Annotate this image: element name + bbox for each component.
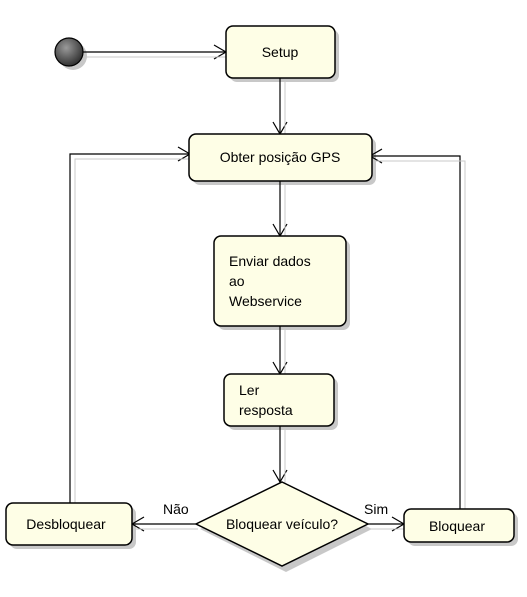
node-ler-resposta: Ler resposta — [223, 373, 335, 427]
node-enviar-label-line2: ao — [229, 273, 245, 289]
node-desbloquear: Desbloquear — [5, 502, 133, 546]
node-obter-label: Obter posição GPS — [220, 149, 341, 165]
edge-desbloquear-to-obter — [69, 146, 192, 503]
node-enviar-dados: Enviar dados ao Webservice — [213, 235, 347, 327]
edge-label-sim: Sim — [364, 501, 388, 517]
node-obter-posicao-gps: Obter posição GPS — [188, 133, 373, 182]
decision-node: Bloquear veículo? — [194, 481, 370, 567]
edge-bloquear-to-obter — [368, 148, 461, 509]
node-setup-label: Setup — [262, 44, 299, 60]
decision-label: Bloquear veículo? — [226, 516, 338, 532]
edge-shadows — [74, 56, 466, 530]
start-node — [54, 37, 84, 67]
node-ler-label-line2: resposta — [239, 402, 293, 418]
edges — [69, 44, 461, 532]
node-ler-label-line1: Ler — [239, 382, 260, 398]
node-enviar-label-line3: Webservice — [229, 293, 302, 309]
node-bloquear: Bloquear — [403, 508, 515, 543]
node-enviar-label-line1: Enviar dados — [229, 253, 311, 269]
edge-label-nao: Não — [163, 501, 189, 517]
node-desbloquear-label: Desbloquear — [26, 516, 106, 532]
node-bloquear-label: Bloquear — [429, 518, 485, 534]
node-setup: Setup — [225, 25, 336, 79]
